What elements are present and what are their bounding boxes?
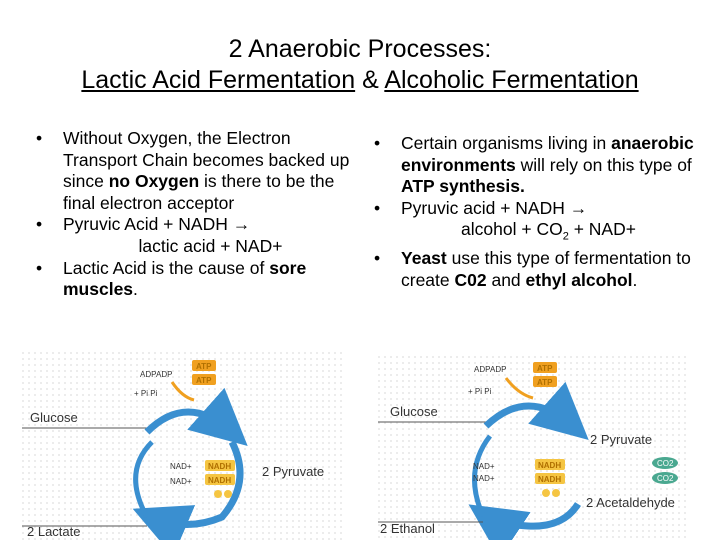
title-amp: & xyxy=(355,66,385,94)
nad-label: NAD+ xyxy=(473,462,495,471)
svg-text:NADH: NADH xyxy=(208,476,231,485)
nad-label: NAD+ xyxy=(170,462,192,471)
glucose-label: Glucose xyxy=(30,410,78,425)
nad-label: NAD+ xyxy=(473,474,495,483)
left-bullet-list: •Without Oxygen, the Electron Transport … xyxy=(28,128,358,301)
lactate-label: 2 Lactate xyxy=(27,524,81,539)
svg-text:CO2: CO2 xyxy=(657,474,674,483)
svg-text:ATP: ATP xyxy=(196,362,212,371)
left-bullet-3: •Lactic Acid is the cause of sore muscle… xyxy=(36,257,307,300)
bullet-glyph: • xyxy=(36,214,43,235)
hydrogen-icon xyxy=(224,490,232,498)
bullet-glyph: • xyxy=(374,248,381,269)
right-bullet-2: •Pyruvic acid + NADH →alcohol + CO2 + NA… xyxy=(374,197,636,243)
adp-label: ADP xyxy=(474,365,490,374)
bullet-glyph: • xyxy=(36,257,43,278)
right-bullet-3: •Yeast use this type of fermentation to … xyxy=(374,248,691,291)
left-bullet-2: •Pyruvic Acid + NADH →lactic acid + NAD+ xyxy=(36,214,283,256)
title-lactic: Lactic Acid Fermentation xyxy=(81,66,356,94)
alcoholic-fermentation-diagram: ADP ADP + Pi Pi ATP ATP Glucose 2 Pyruva… xyxy=(378,356,690,540)
title-line-1: 2 Anaerobic Processes: xyxy=(228,35,492,63)
atp-badge: ATP xyxy=(192,360,216,371)
glycolysis-arrow xyxy=(144,387,248,446)
right-bullet-list: •Certain organisms living in anaerobic e… xyxy=(366,133,696,292)
reduction-arrow xyxy=(468,501,581,540)
right-bullet-1: •Certain organisms living in anaerobic e… xyxy=(374,133,694,197)
atp-badge: ATP xyxy=(192,374,216,385)
nadh-badge: NADH xyxy=(205,474,235,485)
svg-text:ATP: ATP xyxy=(537,364,553,373)
diagram-background xyxy=(22,352,342,540)
slide-title: 2 Anaerobic Processes: Lactic Acid Ferme… xyxy=(0,34,720,96)
svg-text:NADH: NADH xyxy=(538,475,561,484)
nadh-badge: NADH xyxy=(205,460,235,471)
pi-label: + Pi Pi xyxy=(468,387,492,396)
hydrogen-icon xyxy=(552,489,560,497)
glucose-label: Glucose xyxy=(390,404,438,419)
title-line-2: Lactic Acid Fermentation & Alcoholic Fer… xyxy=(0,65,720,96)
glycolysis-arrow xyxy=(483,381,589,440)
adp-label: ADP xyxy=(140,370,156,379)
co2-molecule: CO2 xyxy=(652,457,678,469)
atp-badge: ATP xyxy=(533,362,557,373)
pyruvate-label: 2 Pyruvate xyxy=(262,464,324,479)
ethanol-label: 2 Ethanol xyxy=(380,521,435,536)
svg-text:ATP: ATP xyxy=(537,378,553,387)
svg-text:ATP: ATP xyxy=(196,376,212,385)
nad-label: NAD+ xyxy=(170,477,192,486)
bullet-glyph: • xyxy=(374,197,381,218)
svg-text:NADH: NADH xyxy=(538,461,561,470)
nadh-badge: NADH xyxy=(535,473,565,484)
pi-label: + Pi Pi xyxy=(134,389,158,398)
acetaldehyde-label: 2 Acetaldehyde xyxy=(586,495,675,510)
adp-label: ADP xyxy=(156,370,172,379)
nad-cycle-arrow xyxy=(472,434,493,518)
nad-cycle-arrow xyxy=(133,440,154,519)
reduction-arrow xyxy=(132,440,244,540)
lactic-fermentation-diagram: ADP ADP + Pi Pi ATP ATP Glucose 2 Pyruva… xyxy=(22,352,342,540)
bullet-glyph: • xyxy=(374,133,381,153)
co2-molecule: CO2 xyxy=(652,472,678,484)
hydrogen-icon xyxy=(542,489,550,497)
left-bullet-1: •Without Oxygen, the Electron Transport … xyxy=(36,128,350,213)
atp-badge: ATP xyxy=(533,376,557,387)
svg-text:NADH: NADH xyxy=(208,462,231,471)
pyruvate-label: 2 Pyruvate xyxy=(590,432,652,447)
title-alcoholic: Alcoholic Fermentation xyxy=(384,66,639,94)
adp-label: ADP xyxy=(490,365,506,374)
nadh-badge: NADH xyxy=(535,459,565,470)
svg-text:CO2: CO2 xyxy=(657,459,674,468)
hydrogen-icon xyxy=(214,490,222,498)
bullet-glyph: • xyxy=(36,128,43,148)
